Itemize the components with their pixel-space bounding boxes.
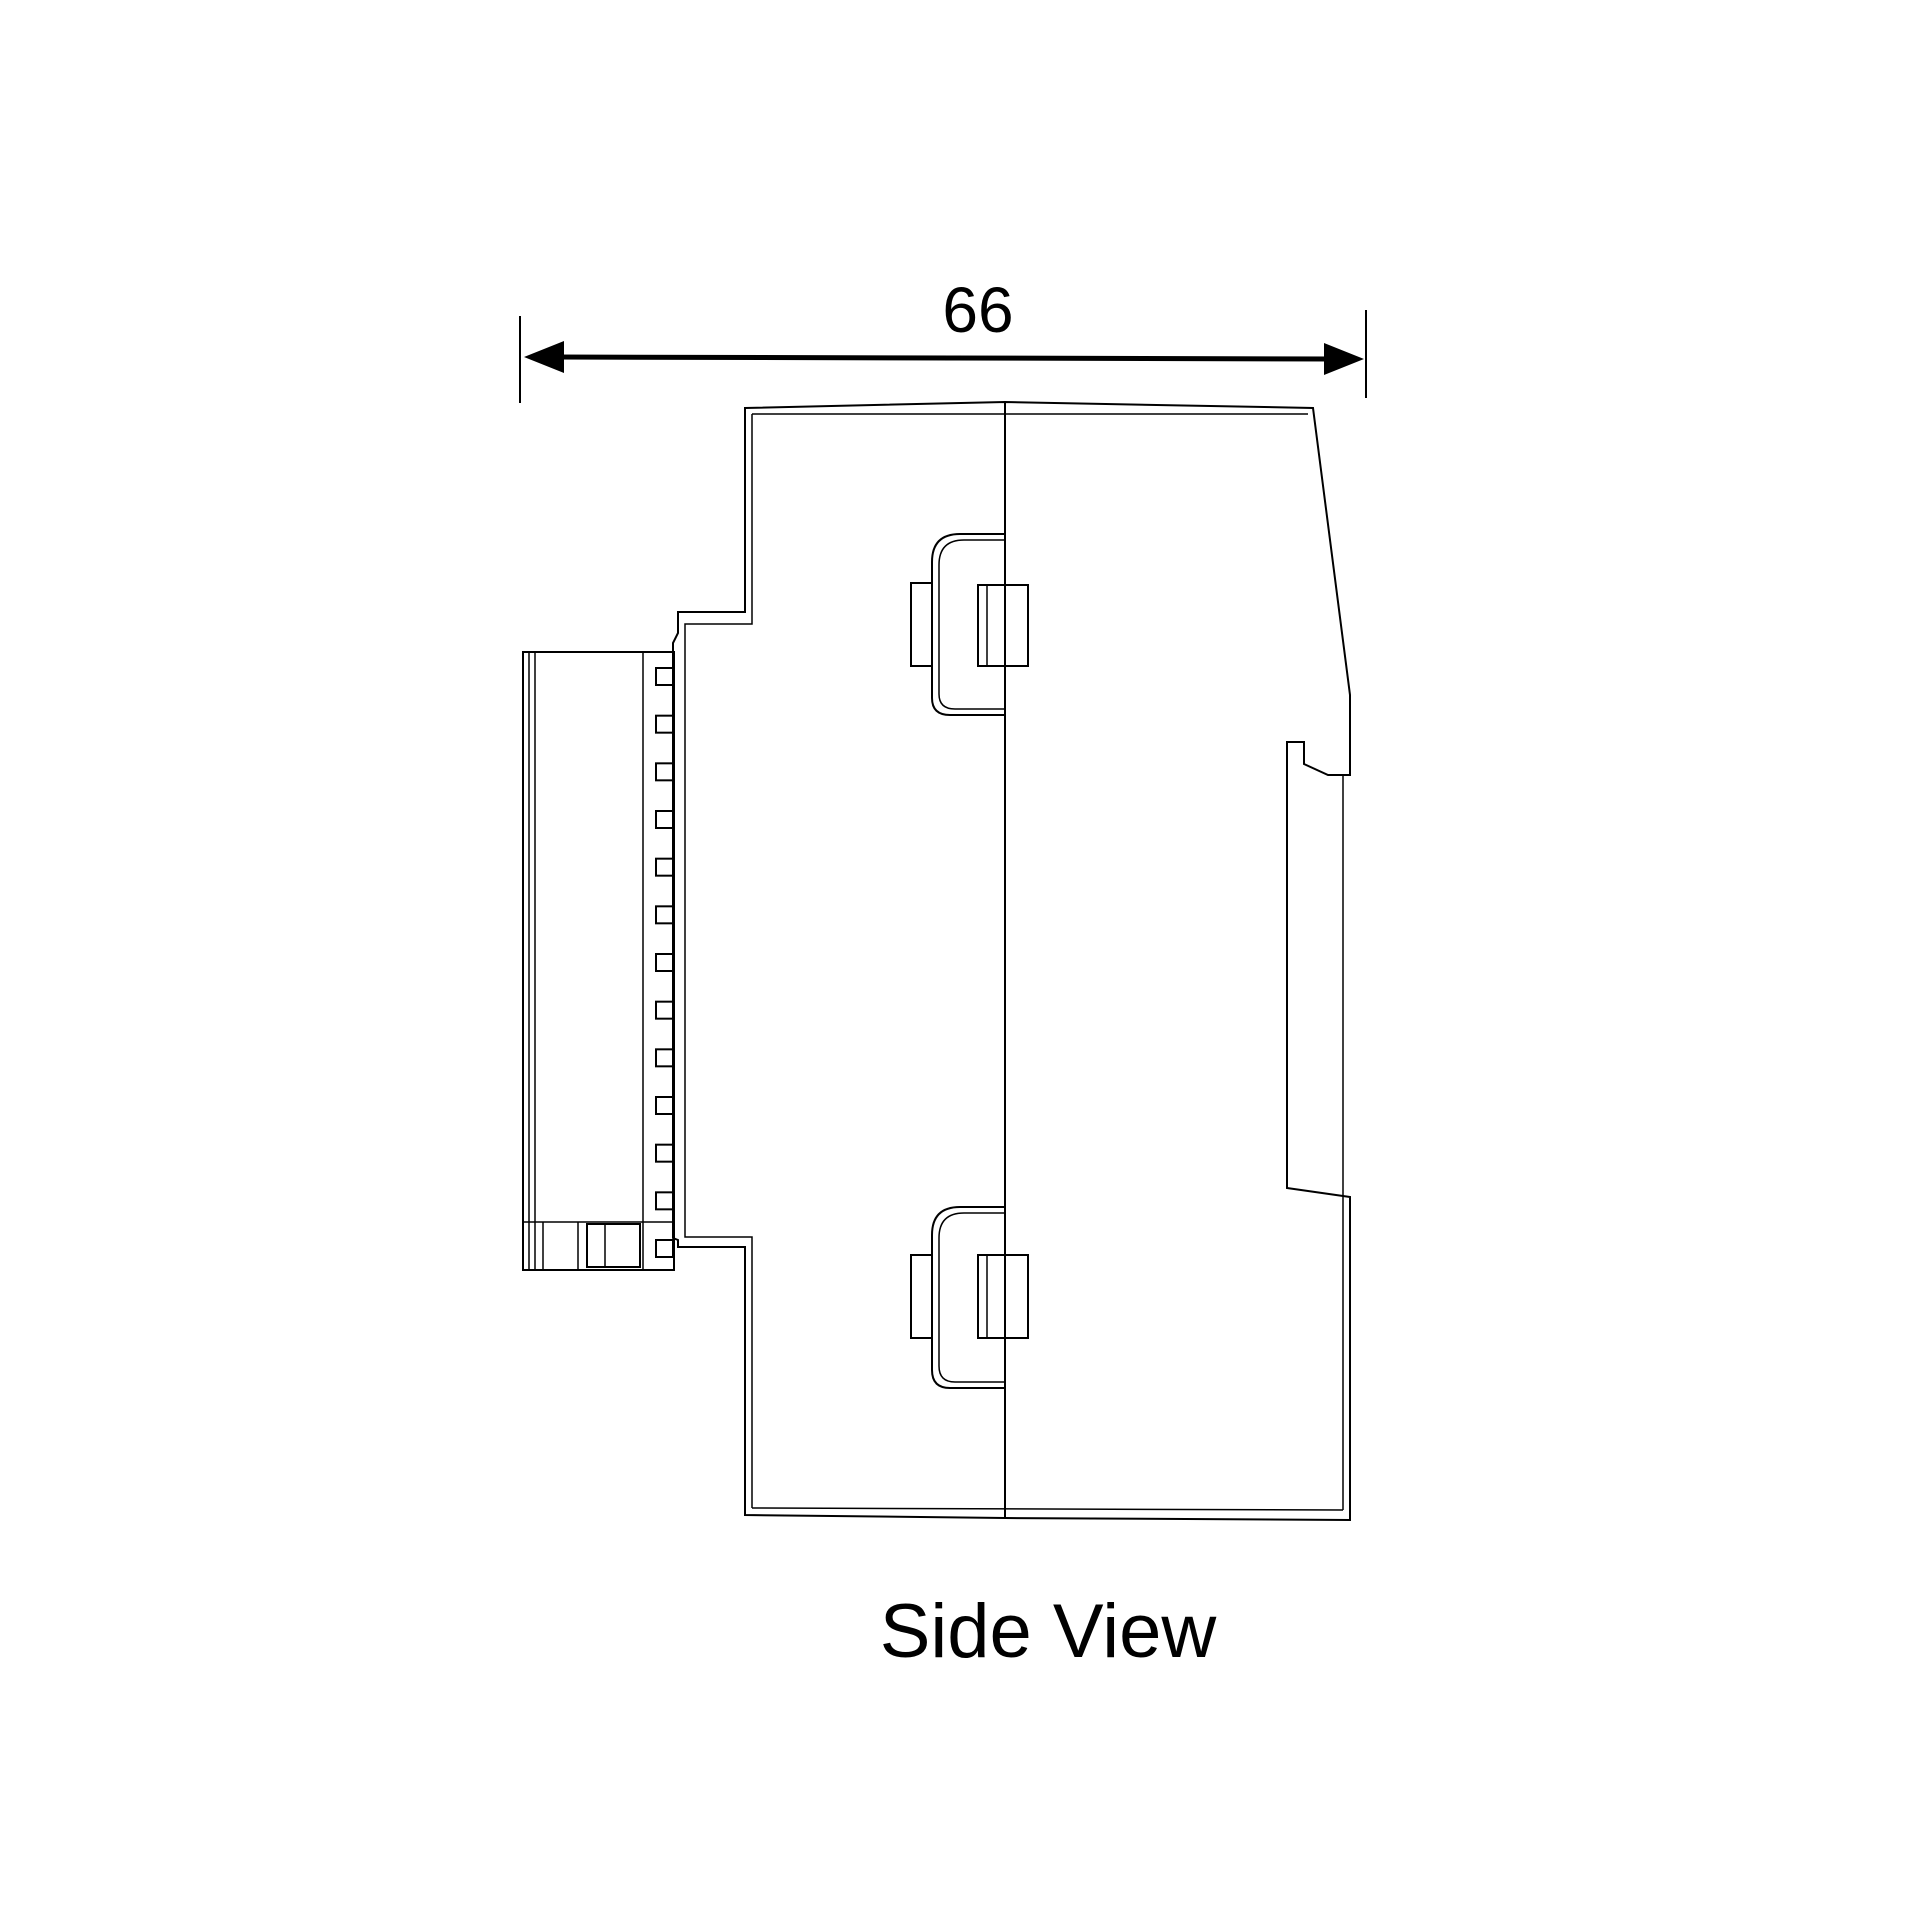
terminal-slot [655,857,674,877]
lower-latch-tab-left [910,1254,933,1339]
upper-latch-hood-inner [938,539,1005,710]
terminal-block [522,651,675,1271]
bottom-edge-inner [751,1507,1344,1511]
terminal-slot [655,953,674,972]
housing-outline-inner [684,414,753,1508]
upper-latch-tab-left [910,582,933,667]
housing-outline [672,400,1351,1522]
terminal-block-body [522,651,675,1271]
terminal-slot [655,714,674,734]
terminal-slots [655,667,674,1258]
width-dimension: 66 [519,274,1367,403]
dimension-value: 66 [942,274,1013,346]
terminal-slot [655,1239,674,1258]
lower-latch-tab-right [977,1254,1029,1339]
terminal-slot [655,1048,674,1068]
upper-latch-hood [931,533,1005,716]
terminal-slot [655,1143,674,1163]
lower-latch-hood [931,1206,1005,1389]
terminal-slot [655,1096,674,1115]
dimension-line [554,354,1336,362]
view-caption: Side View [880,1589,1218,1674]
lower-latch-hood-inner [938,1212,1005,1383]
terminal-slot [655,1000,674,1020]
upper-latch-tab-right [977,584,1029,667]
terminal-slot [655,762,674,782]
dimension-arrow-right [1324,343,1364,375]
terminal-slot [655,667,674,686]
terminal-block-release-lever [586,1223,641,1268]
lower-latch-clip [910,1206,1029,1389]
housing [672,400,1351,1522]
dimension-arrow-left [524,341,564,373]
terminal-slot [655,905,674,925]
upper-latch-clip [910,533,1029,716]
terminal-slot [655,810,674,829]
terminal-slot [655,1191,674,1211]
